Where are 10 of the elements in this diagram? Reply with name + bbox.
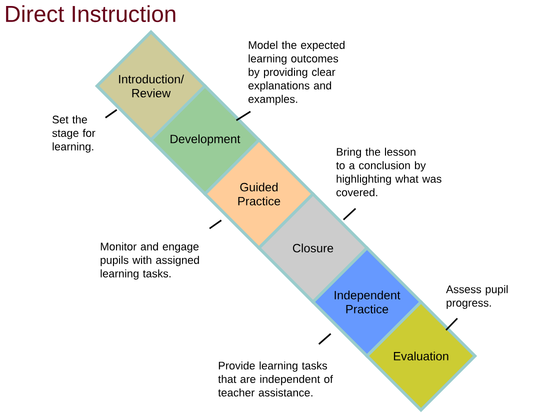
leader-line [209,220,222,230]
leader-line [445,318,458,331]
leader-line [236,110,251,122]
note-text: Set the stage for learning. [52,115,96,153]
note-text: Monitor and engage pupils with assigned learning tasks. [100,242,199,280]
leader-line [105,109,118,118]
leader-line [318,333,332,345]
leader-line [342,208,356,220]
note-text: Provide learning tasks that are independent of teacher assistance. [218,361,333,397]
title: Direct Instruction [6,5,176,22]
